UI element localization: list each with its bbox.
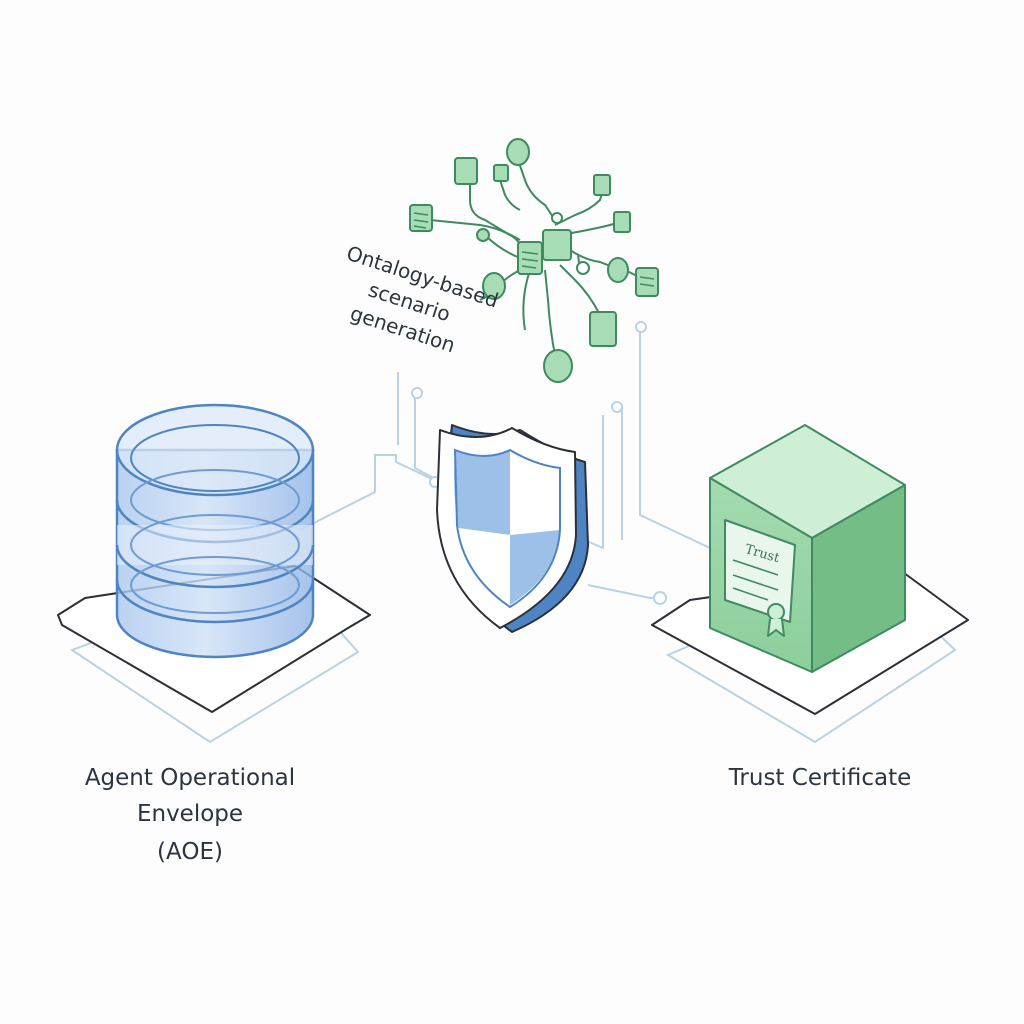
ontology-label: Ontalogy-based scenario generation <box>344 241 502 357</box>
graph-node <box>613 211 631 233</box>
ontology-graph-nodes <box>409 138 659 383</box>
connector-node <box>411 387 423 399</box>
graph-node-lines <box>413 212 655 287</box>
graph-node <box>517 241 543 275</box>
graph-node <box>576 261 590 275</box>
connector-node <box>653 591 667 605</box>
connector-node <box>635 321 647 333</box>
graph-node <box>482 272 506 300</box>
graph-node <box>593 174 611 196</box>
connector-node <box>611 401 623 413</box>
graph-node <box>543 349 573 383</box>
aoe-label-line2: Envelope <box>136 801 244 827</box>
trust-certificate-label: Trust Certificate <box>728 765 912 791</box>
connector-line <box>299 454 438 531</box>
certificate-box-icon <box>709 424 906 673</box>
shield-icon <box>436 424 589 633</box>
graph-node <box>476 228 490 242</box>
graph-node <box>493 164 509 182</box>
graph-node <box>607 257 629 283</box>
connector-line <box>414 390 438 481</box>
graph-node <box>589 311 617 347</box>
graph-node <box>409 204 433 232</box>
graph-node <box>454 157 478 185</box>
stacked-cylinder-icon <box>115 403 315 659</box>
connector-line <box>587 584 660 599</box>
graph-node <box>551 212 563 224</box>
graph-node <box>542 229 572 261</box>
award-ribbon-icon <box>767 603 785 621</box>
aoe-label-line1: Agent Operational <box>84 765 296 791</box>
graph-node <box>506 138 530 166</box>
connector-line <box>639 330 711 549</box>
aoe-label-line3: (AOE) <box>157 839 223 865</box>
graph-node <box>635 267 659 297</box>
